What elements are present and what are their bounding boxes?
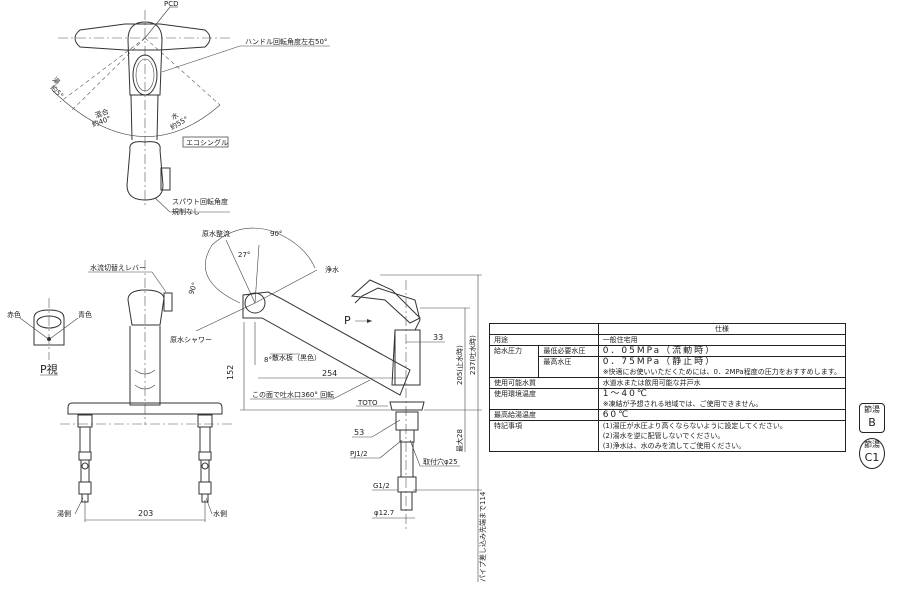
spec-row: 使用可能水質 水道水または飲用可能な井戸水 <box>489 377 847 389</box>
lever-body <box>127 21 163 96</box>
front-view: 水流切替えレバー 湯側 水側 203 <box>57 260 235 522</box>
cold-supply-pipe <box>197 414 213 503</box>
p-view: 赤色 青色 P視 <box>7 298 92 376</box>
spout-head <box>244 292 266 314</box>
purified-label: 浄水 <box>325 265 339 274</box>
spec-label: 給水圧力 <box>488 345 540 378</box>
spacing-dim: 203 <box>138 509 153 518</box>
spec-label: 最高給湯温度 <box>489 409 599 421</box>
spec-label: 特記事項 <box>489 420 599 452</box>
red-label: 赤色 <box>7 310 21 319</box>
top-view: PCD ハンドル回転角度左右50° 湯 約5° 混合 約40° 水 約55° エ… <box>49 0 330 216</box>
spout-rotation-label: スパウト回転角度 <box>172 197 228 206</box>
spec-row: 最高給湯温度 60℃ <box>489 409 847 421</box>
mount-hole-label: 取付穴φ25 <box>423 457 458 466</box>
side-view: 152 254 8° 散水板（黒色） この面で吐水口360° 回転 TOTO P… <box>170 227 487 582</box>
rotation-label: この面で吐水口360° 回転 <box>252 390 334 399</box>
spec-row: 使用環境温度 1～40℃ <box>489 388 847 410</box>
dim-254: 254 <box>322 369 337 378</box>
hot-angle: 約5° <box>49 83 66 100</box>
spout-rotation-label-2: 規制なし <box>172 207 200 216</box>
spec-row: (3)浄水は、水のみを流してご使用ください。 <box>490 441 847 452</box>
hot-label: 湯 <box>51 75 62 86</box>
spec-row: 給水圧力 最低必要水圧 0．05MPa（流動時） <box>488 345 847 378</box>
spec-note: (1)湯圧が水圧より高くならないように設定してください。 <box>597 420 847 431</box>
flow-switch-lever-label: 水流切替えレバー <box>90 263 146 272</box>
spec-value: 一般住宅用 <box>597 334 847 346</box>
badge-grade: B <box>868 416 876 429</box>
spec-value: 0．05MPa（流動時） <box>597 345 847 357</box>
spec-sublabel: 最低必要水圧 <box>538 345 599 357</box>
sprinkle-plate-label: 散水板（黒色） <box>272 353 321 362</box>
lever-window <box>132 54 158 96</box>
handle-rotation-label: ハンドル回転角度左右50° <box>245 37 327 46</box>
max-28: 最大28 <box>455 429 464 452</box>
spec-row: (2)湯水を逆に配管しないでください。 <box>490 431 847 441</box>
dim-33: 33 <box>433 333 443 342</box>
spec-note: (2)湯水を逆に配管しないでください。 <box>597 431 847 441</box>
spout-arm <box>242 291 411 396</box>
spec-value: 0．75MPa（静止時） <box>597 356 847 367</box>
angle-27: 27° <box>238 251 250 259</box>
dim-152: 152 <box>226 365 235 380</box>
cold-label: 水 <box>170 110 181 121</box>
raw-shower-label: 原水シャワー <box>170 335 212 344</box>
angle-8: 8° <box>264 356 272 364</box>
lever-head <box>127 289 165 326</box>
dim-53: 53 <box>354 428 364 437</box>
water-saving-badge-c1: 節湯 C1 <box>859 438 885 469</box>
pcd-label: PCD <box>164 0 179 8</box>
phi-label: φ12.7 <box>374 509 394 517</box>
spec-title: 仕様 <box>597 323 847 335</box>
g-label: G1/2 <box>373 482 390 490</box>
badge-top-text: 節湯 <box>864 405 880 414</box>
cold-side-label: 水側 <box>213 509 227 518</box>
badge-grade: C1 <box>864 451 880 464</box>
spec-label: 用途 <box>489 334 599 346</box>
raw-straight-label: 原水整流 <box>202 229 230 238</box>
pj-label: PJ1/2 <box>350 450 368 458</box>
spec-row: 用途 一般住宅用 <box>489 334 847 346</box>
badge-top-text: 節湯 <box>864 440 880 449</box>
water-saving-badge-b: 節湯 B <box>859 403 885 433</box>
spec-label: 使用環境温度 <box>489 388 599 410</box>
spec-value: 1～40℃ <box>597 388 847 399</box>
spec-note: ※快適にお使いいただくためには、0．2MPa程度の圧力をおすすめします。 <box>597 367 847 378</box>
spec-note: ※凍結が予想される地域では、ご使用できません。 <box>597 399 847 410</box>
spout-top <box>126 141 164 201</box>
spec-note: (3)浄水は、水のみを流してご使用ください。 <box>597 441 847 452</box>
p-view-title: P視 <box>40 362 58 376</box>
handle-outline <box>74 23 211 51</box>
flow-switch-lever <box>163 292 173 312</box>
spec-sublabel: 最高水圧 <box>538 356 599 378</box>
brand-label: TOTO <box>357 399 378 407</box>
spec-value: 水道水または飲用可能な井戸水 <box>597 377 847 389</box>
base-plate <box>67 402 223 415</box>
angle-90-left: 90° <box>187 281 199 295</box>
p-arrow-label: P <box>344 314 351 327</box>
angle-90-top: 90° <box>270 230 282 238</box>
eco-single-label: エコシングル <box>186 138 228 147</box>
hot-side-label: 湯側 <box>57 509 71 518</box>
handle-lever-side <box>350 279 421 324</box>
mount-ring <box>389 401 425 411</box>
dim-205: 205(止水時) <box>455 345 464 385</box>
spec-row: 最高水圧 0．75MPa（静止時） <box>490 356 847 378</box>
dim-237: 237(吐水時) <box>468 335 477 375</box>
hot-supply-pipe <box>77 414 93 503</box>
spec-label: 使用可能水質 <box>489 377 599 389</box>
spec-row: 特記事項 (1)湯圧が水圧より高くならないように設定してください。 <box>489 420 847 452</box>
pipe-note: パイプ差し込み先端まで114 <box>478 491 487 582</box>
side-knob <box>160 167 171 191</box>
blue-label: 青色 <box>78 310 92 319</box>
spec-table: 仕様 用途 一般住宅用 給水圧力 最低必要水圧 0．05MPa（流動時） 最高水… <box>488 323 847 452</box>
spec-value: 60℃ <box>597 409 847 421</box>
